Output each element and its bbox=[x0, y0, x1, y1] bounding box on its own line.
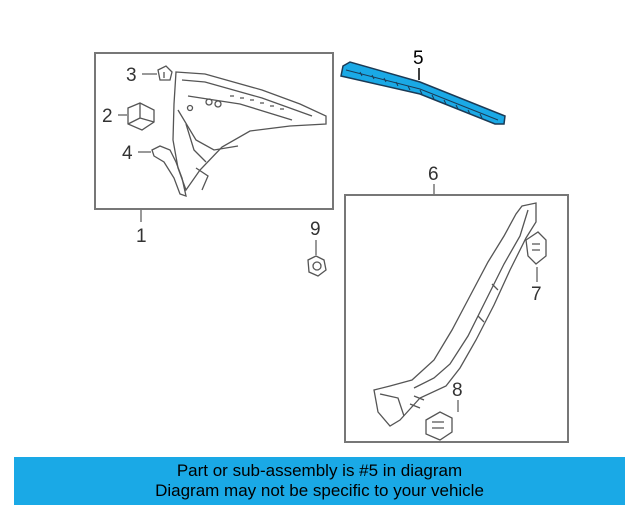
callout-7[interactable]: 7 bbox=[531, 284, 542, 305]
trim-piece-part-4 bbox=[151, 145, 187, 197]
callout-4[interactable]: 4 bbox=[122, 143, 133, 164]
callout-9[interactable]: 9 bbox=[310, 219, 321, 240]
clip-part-3 bbox=[157, 65, 173, 81]
bracket-part-2 bbox=[127, 102, 155, 131]
nut-part-9 bbox=[307, 255, 327, 277]
callout-3[interactable]: 3 bbox=[126, 65, 137, 86]
callout-6[interactable]: 6 bbox=[428, 164, 439, 185]
banner-line-2: Diagram may not be specific to your vehi… bbox=[155, 481, 484, 500]
quarter-trim-panel bbox=[172, 71, 327, 192]
clip-part-8 bbox=[425, 411, 453, 441]
pillar-trim-part-6 bbox=[373, 202, 537, 427]
banner-line-1: Part or sub-assembly is #5 in diagram bbox=[176, 461, 463, 480]
callout-8[interactable]: 8 bbox=[452, 380, 463, 401]
callout-2[interactable]: 2 bbox=[102, 106, 113, 127]
info-banner: Part or sub-assembly is #5 in diagram Di… bbox=[14, 457, 625, 505]
part-6-group-box bbox=[344, 194, 569, 443]
callout-5[interactable]: 5 bbox=[413, 48, 424, 69]
part-1-group-box bbox=[94, 52, 334, 210]
callout-1[interactable]: 1 bbox=[136, 226, 147, 247]
trim-strip-part-5[interactable] bbox=[340, 61, 506, 125]
clip-part-7 bbox=[525, 231, 547, 265]
parts-diagram: 1 3 2 4 5 9 bbox=[94, 48, 569, 443]
